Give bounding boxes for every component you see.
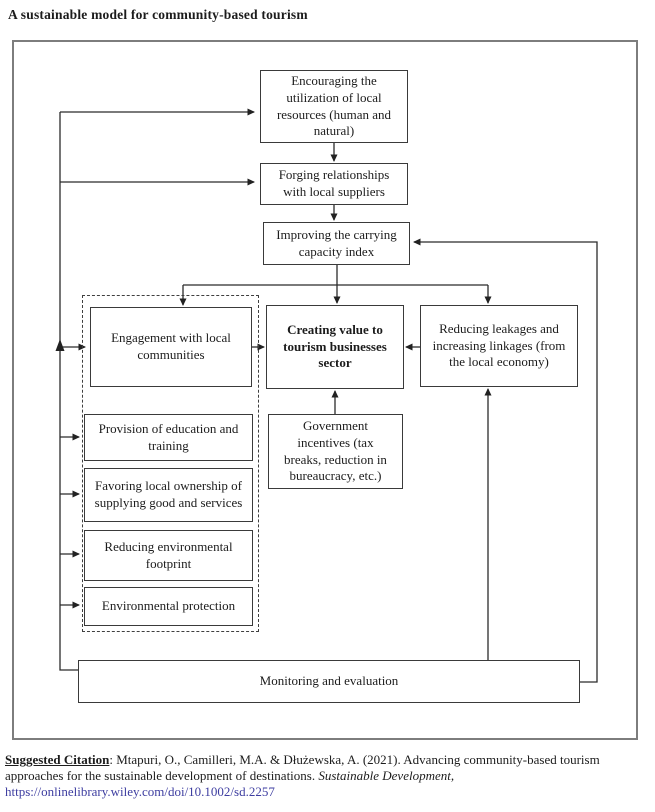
box-local-ownership: Favoring local ownership of supplying go… (84, 468, 253, 522)
community-measures-dashed-group (82, 295, 259, 632)
box-monitoring-evaluation: Monitoring and evaluation (78, 660, 580, 703)
box-environmental-footprint: Reducing environmental footprint (84, 530, 253, 581)
citation-url-link[interactable]: https://onlinelibrary.wiley.com/doi/10.1… (5, 784, 275, 800)
citation-text: : Mtapuri, O., Camilleri, M.A. & Dłużews… (5, 752, 600, 784)
box-forging-relationships: Forging relationships with local supplie… (260, 163, 408, 205)
box-reducing-leakages: Reducing leakages and increasing linkage… (420, 305, 578, 387)
box-education-training: Provision of education and training (84, 414, 253, 461)
diagram-outer-frame (12, 40, 638, 740)
suggested-citation: Suggested Citation: Mtapuri, O., Camille… (5, 752, 650, 800)
connector-spine-up-arrowhead (55, 339, 65, 351)
box-improving-carrying-capacity: Improving the carrying capacity index (263, 222, 410, 265)
box-environmental-protection: Environmental protection (84, 587, 253, 626)
figure-title: A sustainable model for community-based … (8, 7, 308, 22)
box-engagement-communities: Engagement with local communities (90, 307, 252, 387)
box-creating-value-tourism: Creating value to tourism businesses sec… (266, 305, 404, 389)
connector-feedback-spine (59, 112, 78, 671)
citation-label: Suggested Citation (5, 752, 110, 767)
box-encouraging-local-resources: Encouraging the utilization of local res… (260, 70, 408, 143)
box-government-incentives: Government incentives (tax breaks, reduc… (268, 414, 403, 489)
connector-monitoring-to-improving (413, 238, 598, 683)
citation-journal: Sustainable Development, (318, 768, 455, 784)
